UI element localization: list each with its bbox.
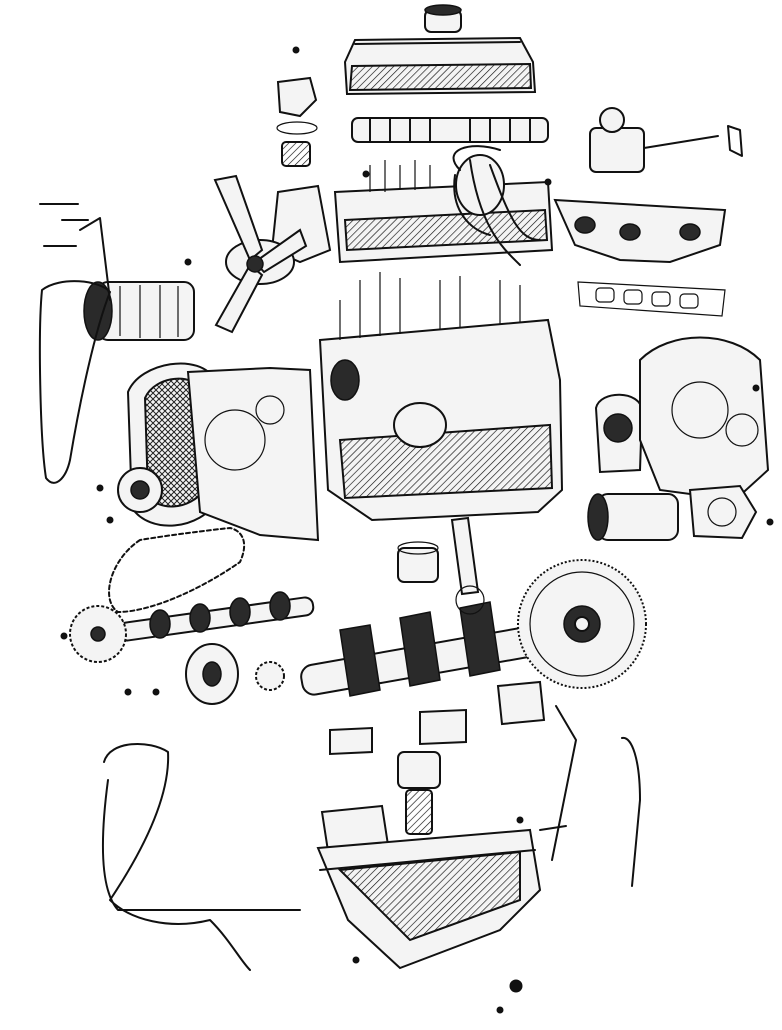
manifold-gasket: [577, 281, 726, 317]
rear-seal-housing: [594, 393, 644, 474]
carburettor: [589, 107, 743, 173]
manifold: [553, 198, 727, 264]
dipstick: [621, 736, 641, 887]
starter-motor: [587, 484, 758, 541]
piston: [397, 541, 439, 583]
connecting-rod: [450, 516, 485, 615]
front-plate: [186, 366, 320, 542]
crankshaft-pulley: [185, 643, 285, 705]
oil-sump: [316, 828, 542, 970]
dipstick-tube: [539, 705, 577, 861]
timing-chain: [108, 527, 246, 613]
thermostat-housing: [276, 76, 318, 167]
oil-pipe: [101, 743, 301, 971]
crankshaft: [300, 601, 550, 697]
distributor: [452, 145, 541, 266]
flywheel: [517, 559, 647, 689]
engine-backplate: [639, 336, 770, 502]
dynamo: [39, 203, 195, 341]
main-bearing-caps: [329, 680, 546, 756]
fasteners: [60, 46, 774, 1014]
rocker-shaft-assembly: [351, 117, 549, 143]
cylinder-block: [318, 272, 564, 522]
fan-belt: [38, 280, 111, 484]
rocker-cover: [343, 4, 537, 96]
camshaft-sprocket: [69, 605, 127, 663]
fan: [213, 174, 308, 334]
camshaft: [117, 591, 315, 642]
